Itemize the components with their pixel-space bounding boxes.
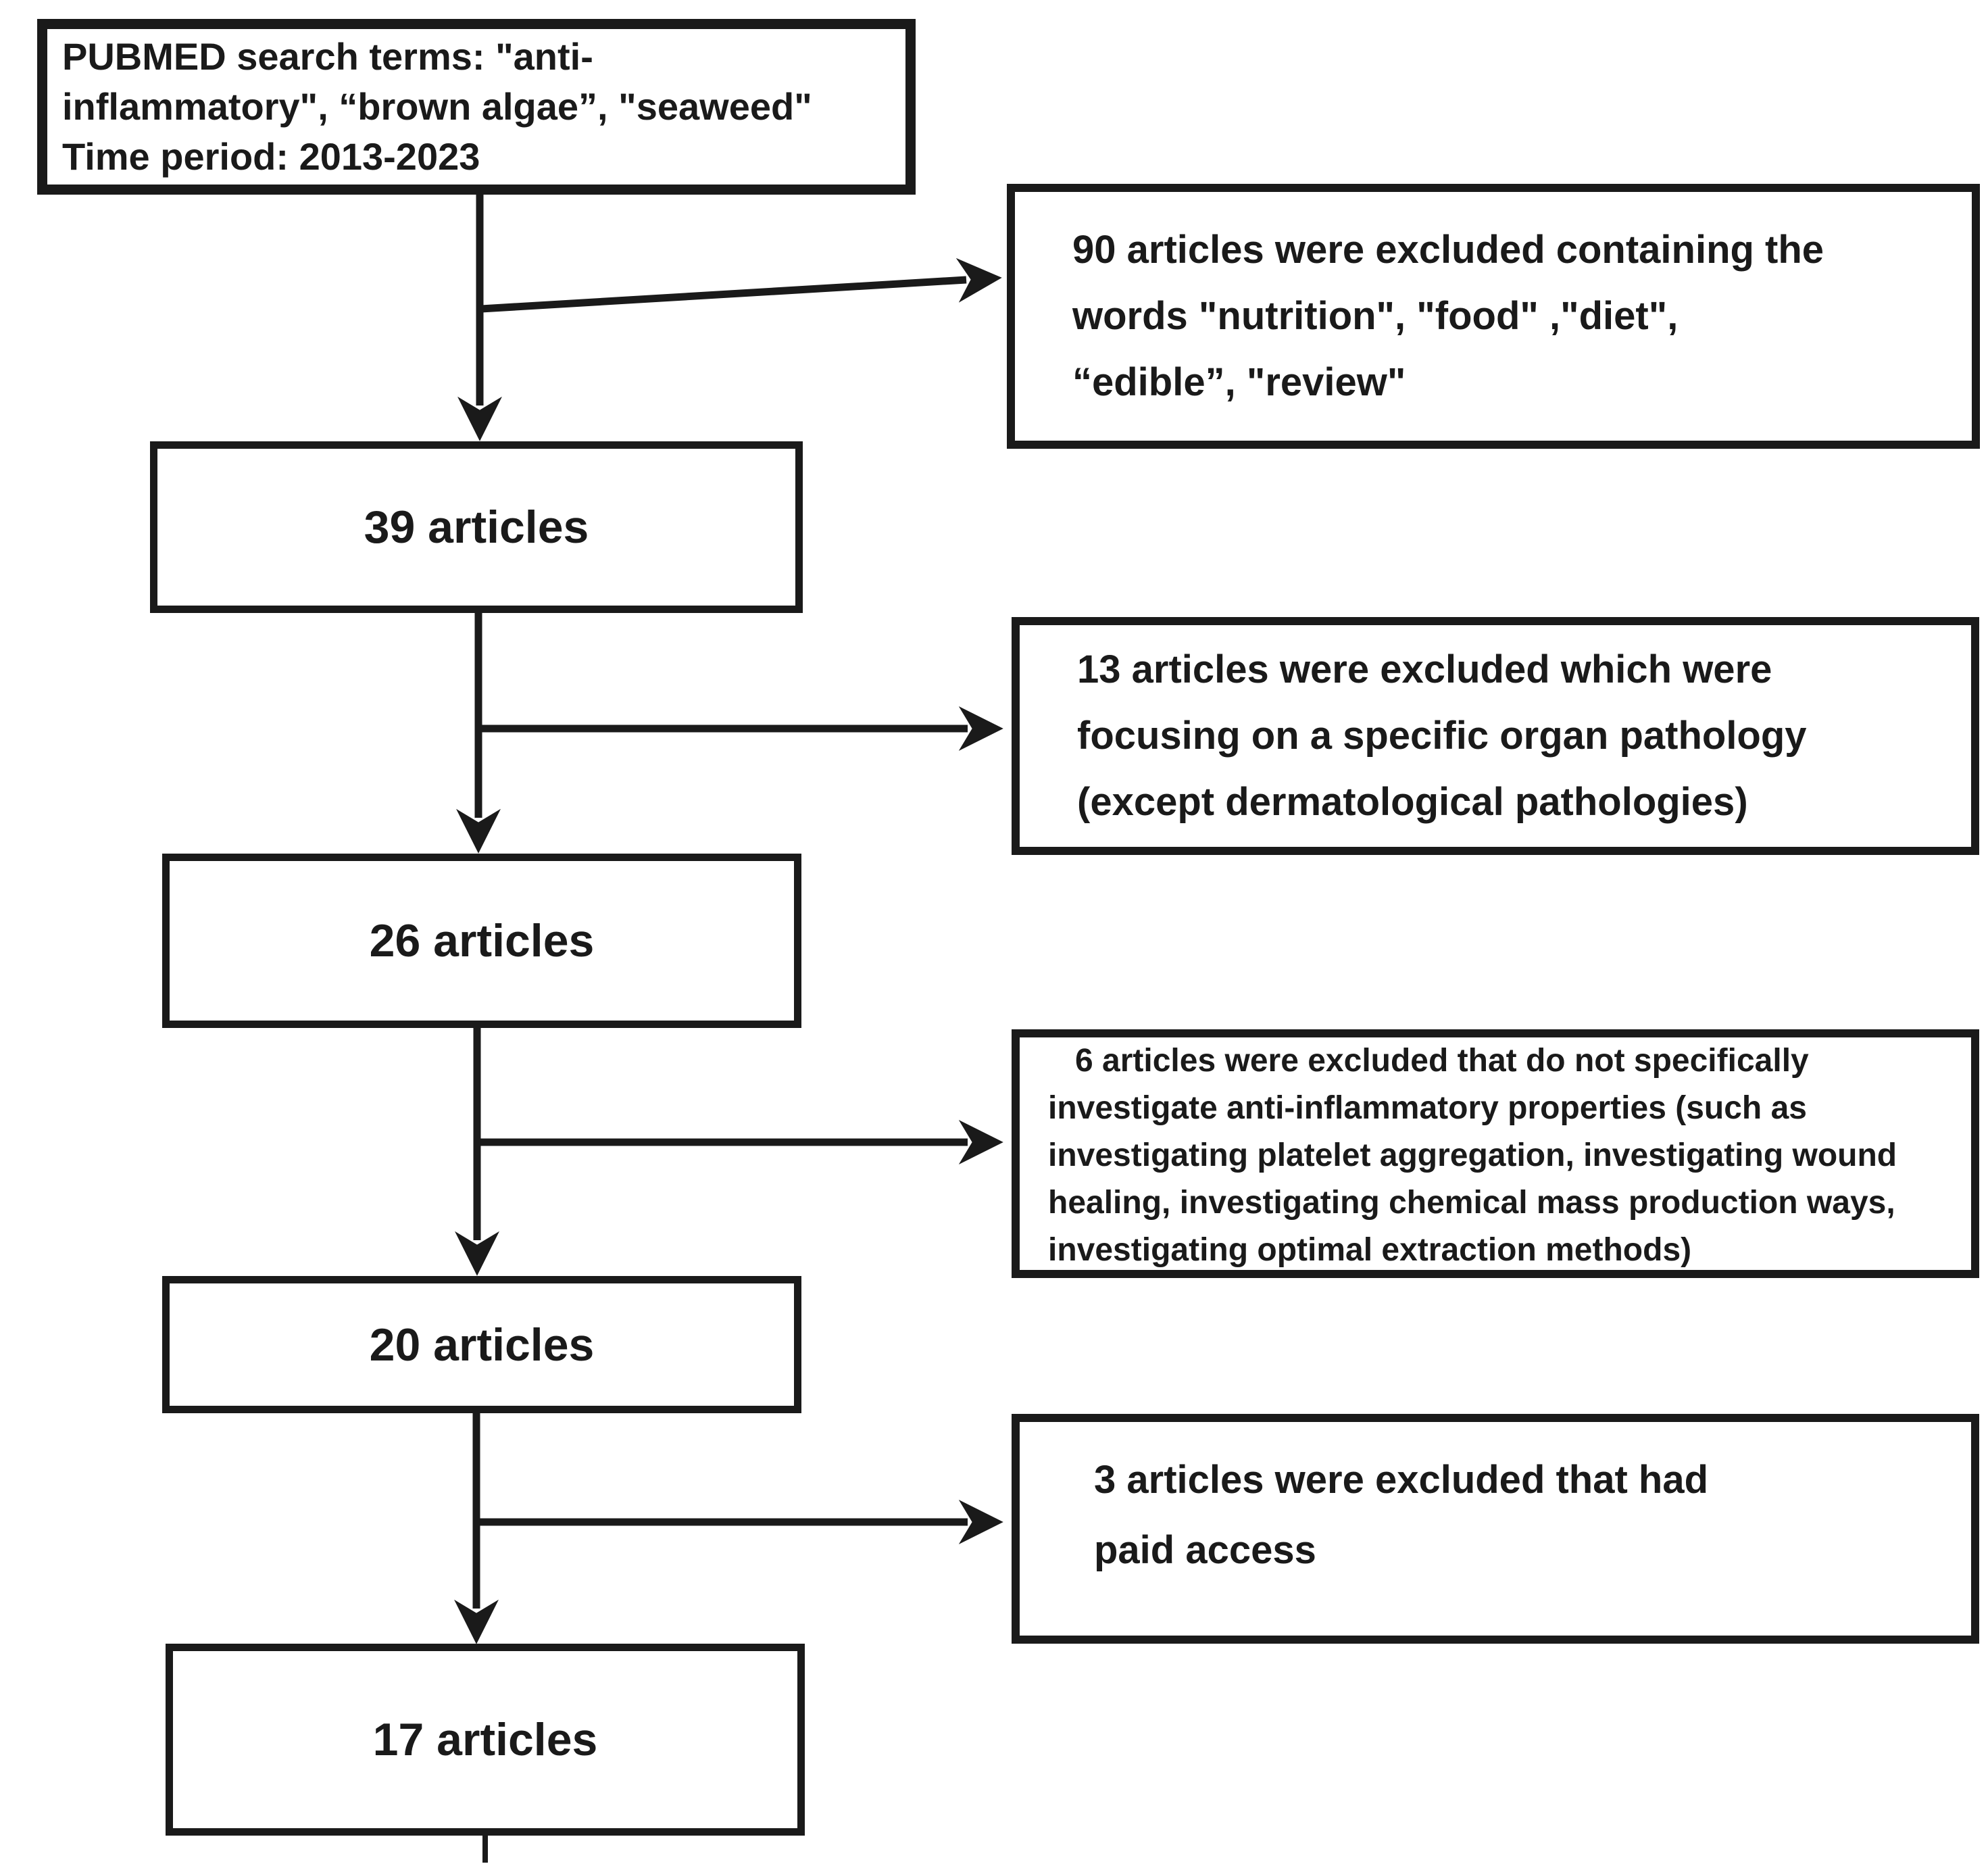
step-box-label: 26 articles bbox=[369, 915, 595, 966]
exclusion-box-6-articles: 6 articles were excluded that do not spe… bbox=[1012, 1029, 1979, 1278]
step-box-20-articles: 20 articles bbox=[162, 1276, 801, 1413]
step-box-label: 20 articles bbox=[369, 1319, 595, 1371]
exclusion-text: 13 articles were excluded which were foc… bbox=[1077, 647, 1807, 824]
step-box-label: 39 articles bbox=[364, 501, 589, 553]
exclusion-box-3-articles: 3 articles were excluded that had paid a… bbox=[1012, 1414, 1979, 1644]
search-terms-text: PUBMED search terms: "anti- inflammatory… bbox=[62, 35, 812, 178]
exclusion-box-90-articles: 90 articles were excluded containing the… bbox=[1007, 184, 1980, 449]
step-box-39-articles: 39 articles bbox=[150, 441, 803, 613]
exclusion-text: 90 articles were excluded containing the… bbox=[1072, 228, 1824, 404]
exclusion-box-13-articles: 13 articles were excluded which were foc… bbox=[1012, 617, 1979, 855]
exclusion-text: 3 articles were excluded that had paid a… bbox=[1094, 1458, 1709, 1572]
step-box-26-articles: 26 articles bbox=[162, 854, 801, 1028]
step-box-17-articles: 17 articles bbox=[166, 1644, 805, 1836]
step-box-label: 17 articles bbox=[372, 1714, 598, 1765]
exclusion-text: 6 articles were excluded that do not spe… bbox=[1048, 1043, 1897, 1268]
search-terms-box: PUBMED search terms: "anti- inflammatory… bbox=[37, 19, 916, 195]
exclusion-arrow-1 bbox=[480, 257, 1002, 313]
